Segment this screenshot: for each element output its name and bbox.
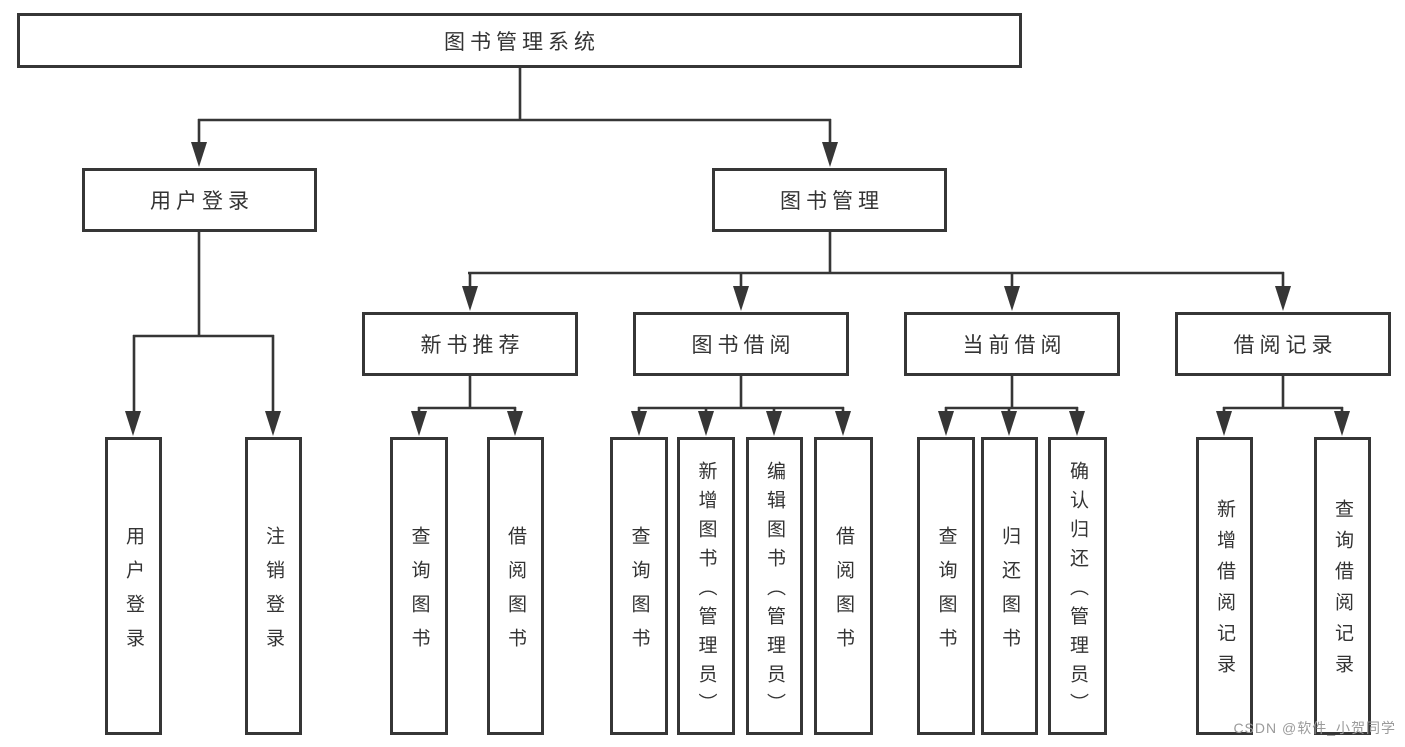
- node-label: 借阅记录: [1233, 334, 1338, 357]
- arrowhead-icon: [835, 411, 851, 436]
- arrowhead-icon: [766, 411, 782, 436]
- arrowhead-icon: [462, 286, 478, 311]
- node-label: 新增借阅记录: [1214, 499, 1235, 685]
- node-label: 用户登录: [150, 190, 254, 213]
- node-label: 归还图书: [999, 525, 1020, 662]
- node-label: 查询图书: [408, 525, 430, 662]
- arrowhead-icon: [1001, 411, 1017, 436]
- node-label: 新书推荐: [420, 334, 525, 357]
- node-label: 借阅图书: [505, 525, 526, 662]
- node-user-login: 用户登录: [82, 168, 317, 232]
- node-leaf-query-book-1: 查询图书: [390, 437, 448, 735]
- arrowhead-icon: [938, 411, 954, 436]
- node-label: 查询借阅记录: [1332, 499, 1353, 685]
- node-leaf-return-book: 归还图书: [981, 437, 1038, 735]
- node-leaf-edit-book: 编辑图书（管理员）: [746, 437, 803, 735]
- node-leaf-query-book-2: 查询图书: [610, 437, 668, 735]
- arrowhead-icon: [1334, 411, 1350, 436]
- node-label: 图书管理: [780, 190, 884, 213]
- node-leaf-borrow-book-2: 借阅图书: [814, 437, 873, 735]
- node-book-borrow: 图书借阅: [633, 312, 849, 376]
- arrowhead-icon: [265, 411, 281, 436]
- arrowhead-icon: [1216, 411, 1232, 436]
- node-leaf-query-book-3: 查询图书: [917, 437, 975, 735]
- watermark: CSDN @软件_小贺同学: [1233, 720, 1396, 736]
- node-leaf-query-borrow-record: 查询借阅记录: [1314, 437, 1371, 735]
- arrowhead-icon: [698, 411, 714, 436]
- node-label: 查询图书: [935, 525, 957, 662]
- node-label: 确认归还（管理员）: [1067, 460, 1088, 722]
- node-label: 图书管理系统: [444, 30, 600, 54]
- node-leaf-logout: 注销登录: [245, 437, 302, 735]
- arrowhead-icon: [733, 286, 749, 311]
- node-book-mgmt: 图书管理: [712, 168, 947, 232]
- node-current-borrow: 当前借阅: [904, 312, 1120, 376]
- node-borrow-records: 借阅记录: [1175, 312, 1391, 376]
- arrowhead-icon: [631, 411, 647, 436]
- node-label: 注销登录: [263, 525, 284, 662]
- arrowhead-icon: [1069, 411, 1085, 436]
- node-new-book-rec: 新书推荐: [362, 312, 578, 376]
- node-leaf-add-book: 新增图书（管理员）: [677, 437, 735, 735]
- node-label: 查询图书: [628, 525, 650, 662]
- arrowhead-icon: [507, 411, 523, 436]
- node-label: 图书借阅: [691, 334, 796, 357]
- arrowhead-icon: [1004, 286, 1020, 311]
- node-leaf-user-login: 用户登录: [105, 437, 162, 735]
- node-leaf-borrow-book-1: 借阅图书: [487, 437, 544, 735]
- node-label: 当前借阅: [962, 334, 1067, 357]
- node-leaf-confirm-return: 确认归还（管理员）: [1048, 437, 1107, 735]
- node-system: 图书管理系统: [17, 13, 1022, 68]
- node-label: 用户登录: [123, 525, 144, 662]
- arrowhead-icon: [411, 411, 427, 436]
- node-leaf-add-borrow-record: 新增借阅记录: [1196, 437, 1253, 735]
- node-label: 借阅图书: [833, 525, 854, 662]
- arrowhead-icon: [125, 411, 141, 436]
- arrowhead-icon: [822, 142, 838, 167]
- arrowhead-icon: [191, 142, 207, 167]
- node-label: 编辑图书（管理员）: [764, 460, 785, 722]
- node-label: 新增图书（管理员）: [695, 460, 717, 722]
- arrowhead-icon: [1275, 286, 1291, 311]
